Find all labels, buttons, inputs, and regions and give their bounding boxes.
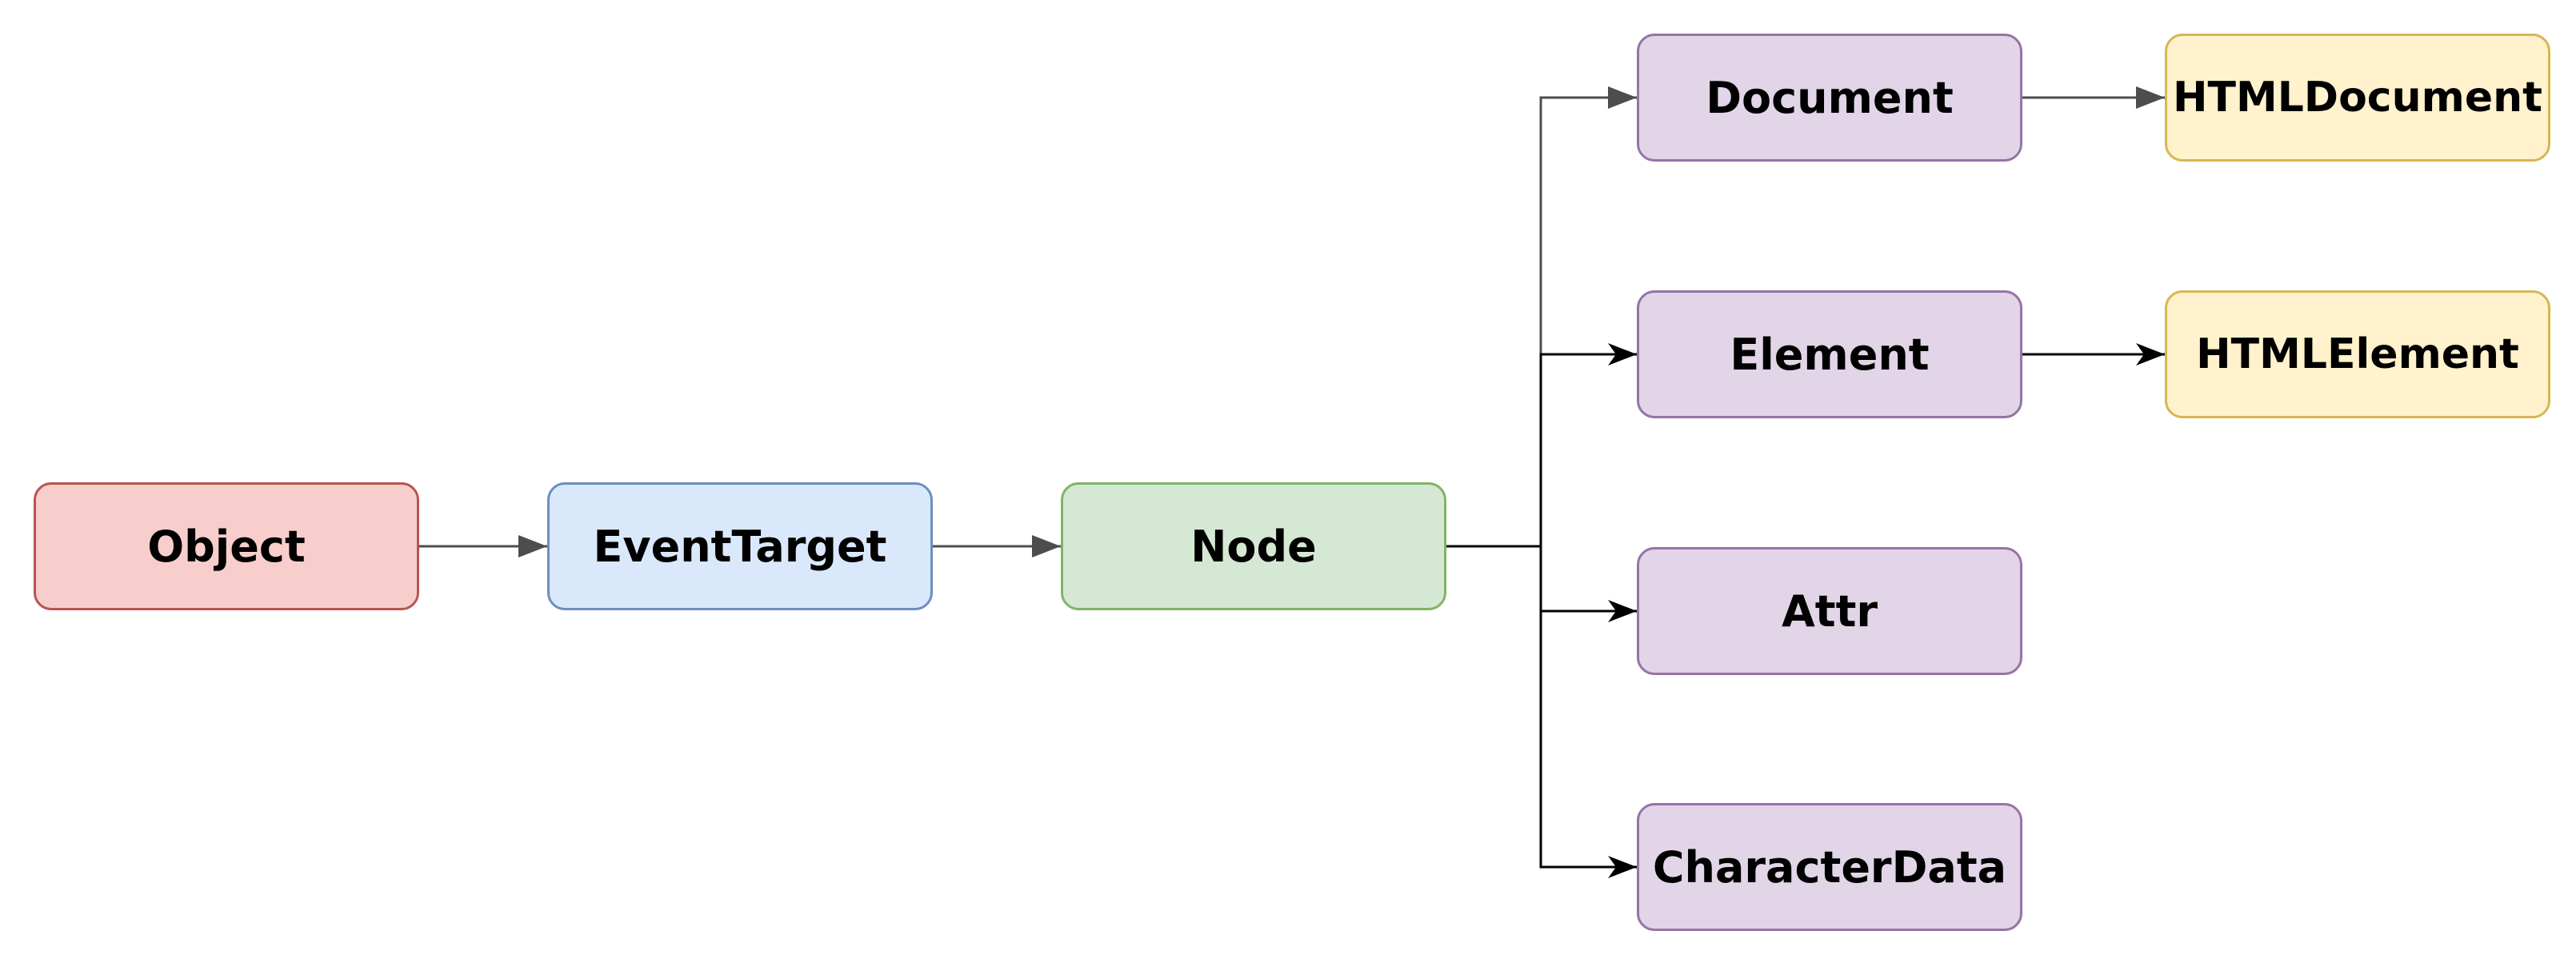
node-document: Document [1637,34,2022,162]
node-node: Node [1061,482,1446,610]
node-label-eventtarget: EventTarget [593,521,887,572]
node-label-element: Element [1730,329,1930,380]
node-eventtarget: EventTarget [547,482,933,610]
node-label-object: Object [147,521,306,572]
node-label-htmldocument: HTMLDocument [2173,74,2542,122]
node-object: Object [34,482,419,610]
node-characterdata: CharacterData [1637,803,2022,931]
edge-node-element [1446,343,1637,548]
edge-node-characterdata [1446,545,1637,878]
node-element: Element [1637,290,2022,418]
node-label-attr: Attr [1781,585,1878,637]
node-attr: Attr [1637,547,2022,675]
node-htmldocument: HTMLDocument [2165,34,2550,162]
node-label-htmlelement: HTMLElement [2196,330,2519,378]
node-label-characterdata: CharacterData [1652,841,2007,893]
node-label-document: Document [1706,72,1954,123]
node-htmlelement: HTMLElement [2165,290,2550,418]
node-label-node: Node [1190,521,1317,572]
